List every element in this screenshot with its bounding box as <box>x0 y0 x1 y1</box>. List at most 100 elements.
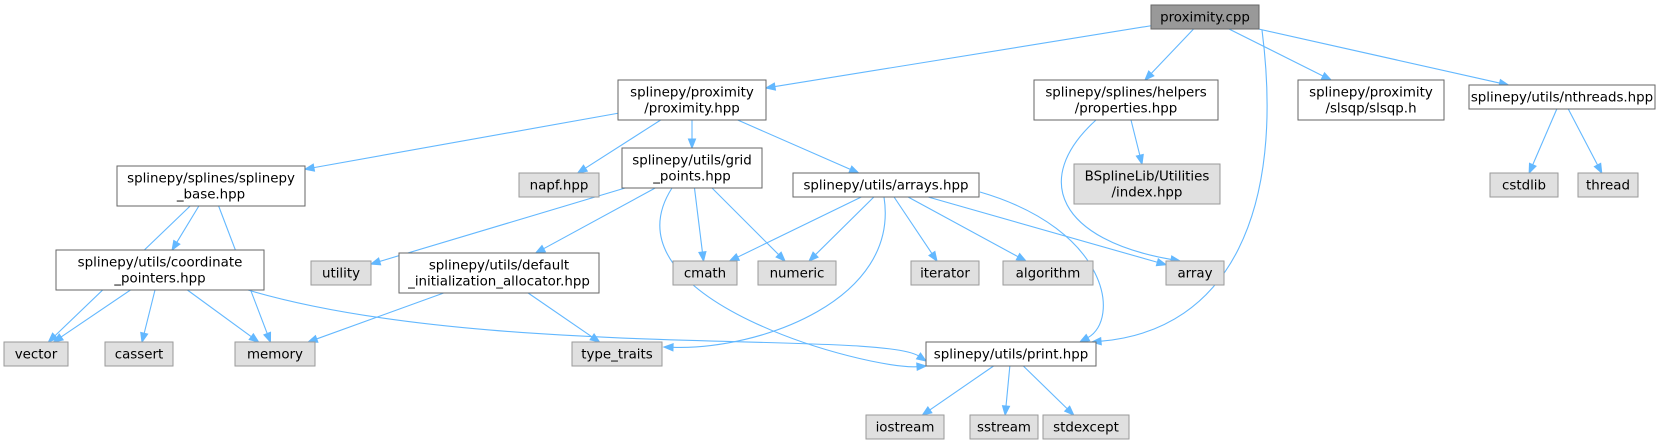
node-stdexcept[interactable]: stdexcept <box>1042 414 1130 440</box>
node-splinepy_base_hpp[interactable]: splinepy/splines/splinepy_base.hpp <box>116 165 306 207</box>
node-label: splinepy/proximity <box>630 86 754 101</box>
node-default_alloc_hpp[interactable]: splinepy/utils/default_initialization_al… <box>398 252 600 294</box>
edge-proximity_hpp-to-napf_hpp <box>576 119 662 174</box>
node-box[interactable] <box>1150 4 1260 30</box>
node-box[interactable] <box>234 341 316 367</box>
node-box[interactable] <box>310 260 372 286</box>
node-label: _base.hpp <box>176 188 245 203</box>
node-box[interactable] <box>925 341 1097 367</box>
edge-proximity_cpp-to-nthreads_hpp <box>1258 28 1510 88</box>
node-cmath[interactable]: cmath <box>672 260 738 286</box>
node-memory[interactable]: memory <box>234 341 316 367</box>
node-iostream[interactable]: iostream <box>865 414 945 440</box>
edge-arrowhead <box>775 251 787 263</box>
node-properties_hpp[interactable]: splinepy/splines/helpers/properties.hpp <box>1033 79 1219 121</box>
edge-coordinate_pointers_hpp-to-print_hpp <box>237 286 928 362</box>
edge-nthreads_hpp-to-thread <box>1567 108 1603 175</box>
node-label: splinepy/splines/helpers <box>1045 86 1206 101</box>
node-sstream[interactable]: sstream <box>969 414 1039 440</box>
node-box[interactable] <box>571 341 663 367</box>
node-box[interactable] <box>398 252 600 294</box>
edge-splinepy_base_hpp-to-coordinate_pointers_hpp <box>171 205 200 252</box>
edge-arrays_hpp-to-cmath <box>728 196 862 262</box>
edge-arrowhead <box>263 331 272 344</box>
node-box[interactable] <box>1002 260 1094 286</box>
edge-line <box>893 196 933 254</box>
edge-line <box>737 119 851 170</box>
edge-properties_hpp-to-bspline_index_hpp <box>1130 119 1144 166</box>
edge-coordinate_pointers_hpp-to-memory <box>187 289 260 343</box>
edge-line <box>543 187 656 250</box>
node-array[interactable]: array <box>1165 260 1225 286</box>
node-box[interactable] <box>1073 163 1221 205</box>
node-label: memory <box>247 348 303 363</box>
edge-print_hpp-to-iostream <box>921 365 994 416</box>
node-box[interactable] <box>865 414 945 440</box>
node-proximity_hpp[interactable]: splinepy/proximity/proximity.hpp <box>617 79 767 121</box>
node-label: type_traits <box>581 348 653 363</box>
node-grid_points_hpp[interactable]: splinepy/utils/grid_points.hpp <box>621 147 763 189</box>
node-box[interactable] <box>1489 172 1559 198</box>
edge-arrowhead <box>47 332 59 344</box>
node-label: _pointers.hpp <box>113 272 205 287</box>
edge-line <box>187 289 252 338</box>
edge-default_alloc_hpp-to-type_traits <box>527 292 601 343</box>
node-box[interactable] <box>910 260 980 286</box>
node-box[interactable] <box>621 147 763 189</box>
edge-coordinate_pointers_hpp-to-vector <box>52 289 131 343</box>
node-label: algorithm <box>1016 267 1081 282</box>
edge-proximity_cpp-to-slsqp_h <box>1228 28 1333 81</box>
node-utility[interactable]: utility <box>310 260 372 286</box>
node-iterator[interactable]: iterator <box>910 260 980 286</box>
node-box[interactable] <box>116 165 306 207</box>
node-box[interactable] <box>617 79 767 121</box>
node-slsqp_h[interactable]: splinepy/proximity/slsqp/slsqp.h <box>1297 79 1445 121</box>
node-numeric[interactable]: numeric <box>757 260 837 286</box>
edge-arrowhead <box>687 138 697 150</box>
node-cassert[interactable]: cassert <box>104 341 174 367</box>
node-napf_hpp[interactable]: napf.hpp <box>518 172 600 198</box>
node-cstdlib[interactable]: cstdlib <box>1489 172 1559 198</box>
edge-arrays_hpp-to-numeric <box>808 196 875 263</box>
node-box[interactable] <box>757 260 837 286</box>
edge-line <box>527 292 593 338</box>
node-bspline_index_hpp[interactable]: BSplineLib/Utilities/index.hpp <box>1073 163 1221 205</box>
edge-grid_points_hpp-to-default_alloc_hpp <box>534 187 656 254</box>
edge-line <box>379 187 626 262</box>
node-box[interactable] <box>1577 172 1639 198</box>
node-box[interactable] <box>969 414 1039 440</box>
node-proximity_cpp[interactable]: proximity.cpp <box>1150 4 1260 30</box>
node-box[interactable] <box>3 341 69 367</box>
node-box[interactable] <box>518 172 600 198</box>
node-box[interactable] <box>1042 414 1130 440</box>
node-box[interactable] <box>792 172 980 198</box>
node-arrays_hpp[interactable]: splinepy/utils/arrays.hpp <box>792 172 980 198</box>
edge-arrowhead <box>1135 153 1144 166</box>
node-nthreads_hpp[interactable]: splinepy/utils/nthreads.hpp <box>1468 84 1656 110</box>
node-thread[interactable]: thread <box>1577 172 1639 198</box>
node-box[interactable] <box>1033 79 1219 121</box>
node-coordinate_pointers_hpp[interactable]: splinepy/utils/coordinate_pointers.hpp <box>55 249 265 291</box>
edge-line <box>313 112 619 169</box>
node-box[interactable] <box>1468 84 1656 110</box>
edge-proximity_cpp-to-properties_hpp <box>1143 28 1194 82</box>
nodes-layer: proximity.cpp splinepy/proximity/proximit… <box>3 4 1656 440</box>
edge-arrowhead <box>916 362 928 371</box>
node-print_hpp[interactable]: splinepy/utils/print.hpp <box>925 341 1097 367</box>
node-box[interactable] <box>104 341 174 367</box>
node-box[interactable] <box>1165 260 1225 286</box>
node-box[interactable] <box>672 260 738 286</box>
edge-line <box>1150 28 1194 74</box>
edge-line <box>693 187 703 253</box>
edge-line <box>143 289 156 334</box>
node-vector[interactable]: vector <box>3 341 69 367</box>
node-label: _points.hpp <box>652 170 731 185</box>
edge-arrowhead <box>698 250 707 263</box>
edge-arrowhead <box>1090 336 1102 346</box>
node-algorithm[interactable]: algorithm <box>1002 260 1094 286</box>
edge-arrowhead <box>1063 405 1075 417</box>
edge-arrowhead <box>1528 162 1537 175</box>
node-box[interactable] <box>1297 79 1445 121</box>
node-type_traits[interactable]: type_traits <box>571 341 663 367</box>
node-box[interactable] <box>55 249 265 291</box>
